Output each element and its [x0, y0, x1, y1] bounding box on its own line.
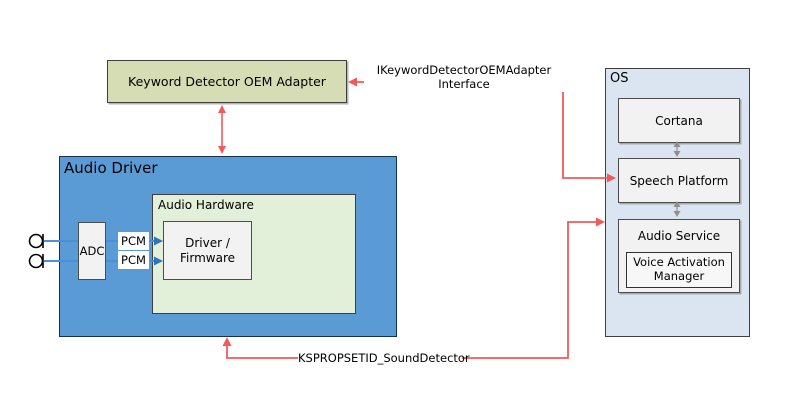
keyword-detector-oem-adapter-box: Keyword Detector OEM Adapter: [107, 60, 347, 103]
cortana-label: Cortana: [655, 113, 703, 128]
pcm-label: PCM: [118, 251, 149, 269]
arrowhead-into-audio-service: [596, 217, 605, 227]
microphone-icon: [28, 253, 44, 269]
driver-firmware-box: Driver / Firmware: [163, 221, 252, 280]
audio-service-label: Audio Service: [637, 229, 721, 243]
keyword-detector-oem-adapter-label: Keyword Detector OEM Adapter: [128, 74, 326, 89]
adc-box: ADC: [78, 222, 106, 280]
ikeyword-interface-label-line1: IKeywordDetectorOEMAdapter: [376, 63, 552, 77]
os-box: OS Cortana Speech Platform Audio Service…: [605, 68, 750, 337]
os-label: OS: [610, 71, 629, 86]
pcm-label: PCM: [118, 232, 149, 250]
driver-firmware-label-line2: Firmware: [180, 250, 235, 265]
arrowhead-into-keyword-adapter: [348, 77, 357, 87]
adc-label: ADC: [79, 244, 105, 258]
ksprop-sounddetector-label: KSPROPSETID_SoundDetector: [298, 351, 470, 366]
microphone-icon: [28, 233, 44, 249]
voice-activation-manager-label-line1: Voice Activation: [633, 255, 725, 270]
driver-firmware-label-line1: Driver /: [185, 235, 230, 250]
speech-platform-label: Speech Platform: [629, 173, 729, 188]
audio-hardware-label: Audio Hardware: [158, 198, 254, 212]
ikeyword-interface-label: IKeywordDetectorOEMAdapter Interface: [364, 63, 564, 92]
arrowhead-into-audio-driver: [222, 337, 232, 346]
voice-activation-manager-label-line2: Manager: [653, 269, 705, 283]
red-double-arrow-keyword-to-driver: [218, 105, 226, 154]
speech-platform-box: Speech Platform: [618, 158, 740, 203]
voice-activation-manager-box: Voice Activation Manager: [626, 252, 732, 288]
audio-driver-label: Audio Driver: [64, 159, 158, 177]
ikeyword-interface-label-line2: Interface: [438, 76, 490, 91]
audio-service-box: Audio Service Voice Activation Manager: [618, 219, 740, 293]
cortana-box: Cortana: [618, 98, 740, 143]
